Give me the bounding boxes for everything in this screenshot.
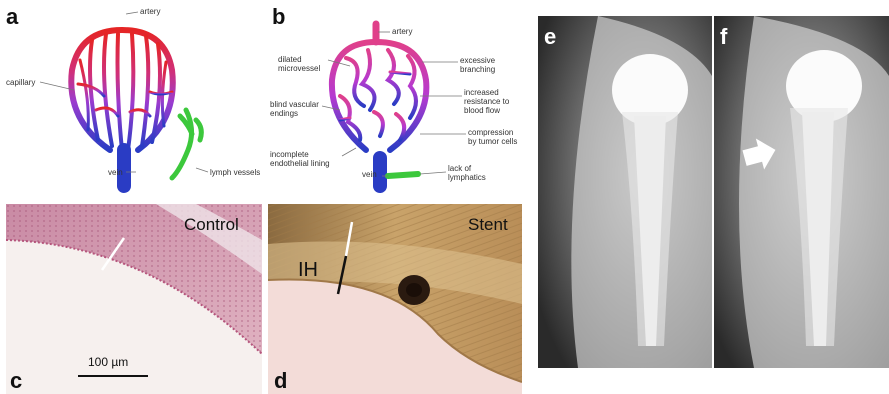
stent-label: Stent [468,216,508,233]
panel-f: f [714,16,889,368]
panel-e: e [538,16,712,368]
panel-c: Control 100 µm c [6,204,262,394]
annotation-compression: compression by tumor cells [468,128,517,146]
annotation-dilated: dilated microvessel [278,55,320,73]
ih-label: IH [298,260,318,280]
annotation-lymphatics: lack of lymphatics [448,164,486,182]
annotation-lymph-a: lymph vessels [210,168,260,177]
panel-label-f: f [720,26,727,48]
annotation-vein-b: vein [362,170,377,179]
annotation-incomplete: incomplete endothelial lining [270,150,330,168]
control-label: Control [184,216,239,233]
panel-a: a [0,0,270,200]
annotation-blind: blind vascular endings [270,100,319,118]
scale-bar-label: 100 µm [88,356,128,370]
annotation-vein-a: vein [108,168,123,177]
xray-image-e [538,16,712,368]
annotation-artery-a: artery [140,7,160,16]
panel-b: b [270,0,535,200]
panel-d: Stent IH d [268,204,522,394]
annotation-excessive: excessive branching [460,56,495,74]
panel-label-d: d [274,370,287,392]
xray-image-f [714,16,889,368]
annotation-resistance: increased resistance to blood flow [464,88,509,116]
annotation-artery-b: artery [392,27,412,36]
panel-label-e: e [544,26,556,48]
annotation-capillary-a: capillary [6,78,35,87]
panel-label-c: c [10,370,22,392]
